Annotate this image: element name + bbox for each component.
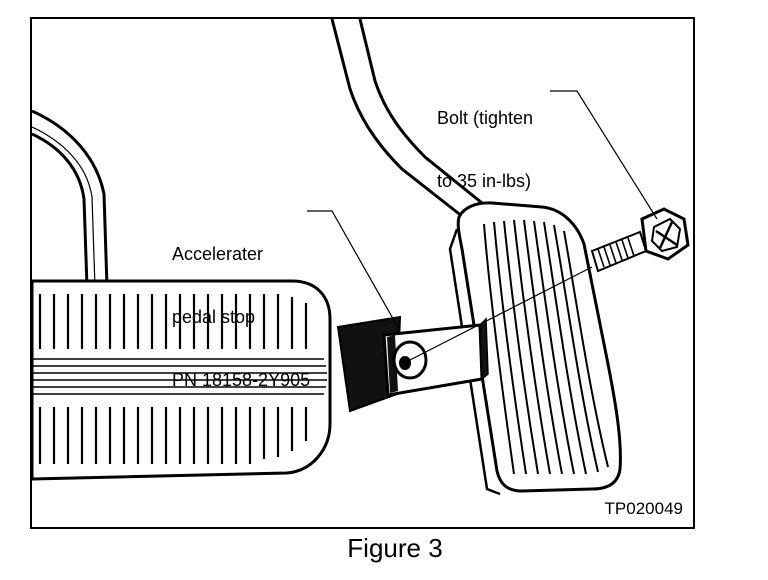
figure-caption: Figure 3 bbox=[347, 533, 443, 563]
figure-frame: Bolt (tighten to 35 in-lbs) Accelerater … bbox=[30, 17, 695, 529]
pedal-stop-callout: Accelerater pedal stop PN 18158-2Y905 bbox=[172, 202, 310, 433]
pedal-illustration bbox=[32, 19, 690, 496]
leader-lines bbox=[307, 90, 658, 332]
pedal-stop-callout-line1: Accelerater bbox=[172, 244, 264, 264]
pedal-stop-callout-line3: PN 18158-2Y905 bbox=[172, 370, 311, 390]
bolt-callout-line2: to 35 in-lbs) bbox=[437, 171, 532, 191]
bolt-callout-line1: Bolt (tighten bbox=[437, 108, 534, 128]
brake-pedal-pad bbox=[32, 279, 332, 481]
bolt bbox=[590, 207, 690, 273]
brake-pedal-arm bbox=[32, 109, 109, 288]
image-id: TP020049 bbox=[604, 499, 683, 518]
pedal-stop-block bbox=[336, 315, 489, 413]
bolt-alignment-line bbox=[409, 266, 593, 361]
accelerator-pedal-arm bbox=[330, 19, 488, 226]
bolt-callout: Bolt (tighten to 35 in-lbs) bbox=[437, 66, 533, 234]
accelerator-pedal-pad bbox=[448, 201, 622, 496]
pedal-stop-callout-line2: pedal stop bbox=[172, 307, 256, 327]
